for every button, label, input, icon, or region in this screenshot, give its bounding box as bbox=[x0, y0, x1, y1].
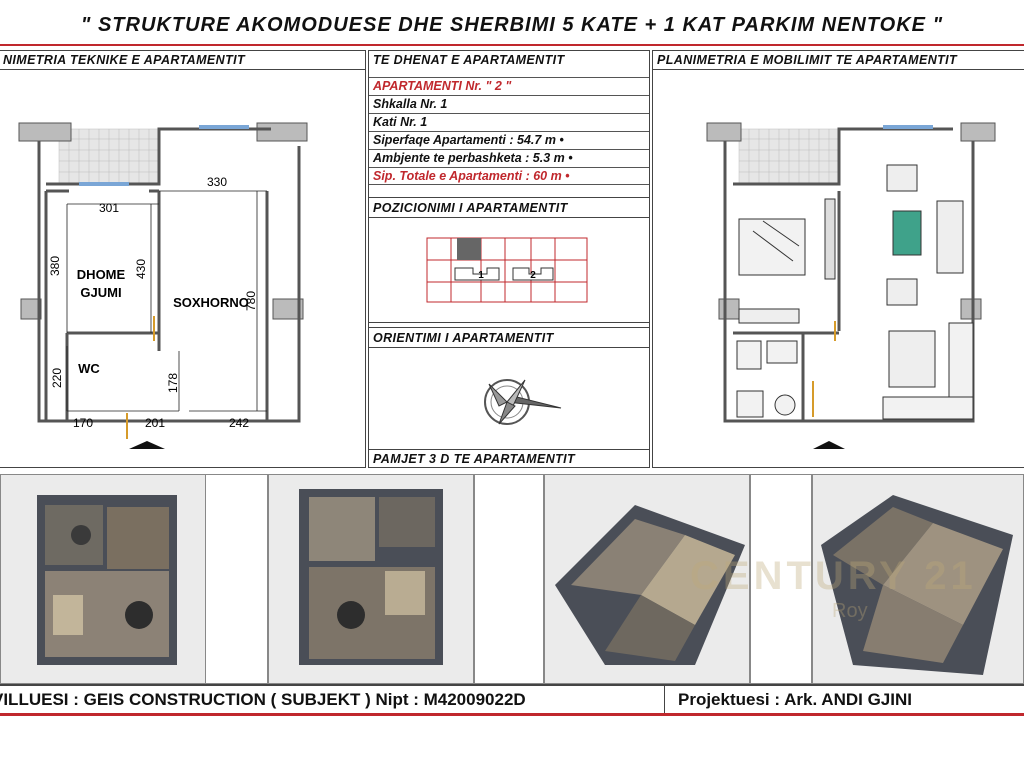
info-area: Siperfaqe Apartamenti : 54.7 m • bbox=[369, 131, 649, 149]
3d-views-strip: CENTURY 21 Roy bbox=[0, 474, 1024, 684]
position-section: POZICIONIMI I APARTAMENTIT 1 2 bbox=[369, 197, 649, 323]
room-label-dhome: DHOME bbox=[77, 267, 126, 282]
orientation-header: ORIENTIMI I APARTAMENTIT bbox=[373, 331, 554, 345]
info-total-area: Sip. Totale e Apartamenti : 60 m • bbox=[369, 167, 649, 185]
bathroom-fixtures-icon bbox=[736, 340, 798, 418]
dim-201: 201 bbox=[145, 416, 165, 430]
technical-plan-panel: NIMETRIA TEKNIKE E APARTAMENTIT bbox=[0, 50, 366, 468]
3d-render-4 bbox=[813, 475, 1023, 683]
3d-view-spacer-3 bbox=[750, 474, 812, 684]
3d-render-2 bbox=[269, 475, 473, 683]
orientation-section: ORIENTIMI I APARTAMENTIT bbox=[369, 327, 649, 448]
technical-plan-header: NIMETRIA TEKNIKE E APARTAMENTIT bbox=[3, 53, 246, 67]
orientation-divider bbox=[369, 347, 649, 348]
window bbox=[199, 125, 249, 129]
dim-330: 330 bbox=[207, 175, 227, 189]
balcony-tiles-right bbox=[738, 128, 840, 185]
dim-430: 430 bbox=[134, 259, 148, 279]
watermark-text: CENTURY 21 bbox=[690, 554, 977, 598]
header-divider-right bbox=[653, 69, 1024, 70]
doors-right bbox=[812, 321, 836, 417]
room-label-gjumi: GJUMI bbox=[80, 285, 121, 300]
dim-780: 780 bbox=[244, 291, 258, 311]
wardrobe-icon bbox=[738, 308, 800, 324]
walls-right bbox=[723, 127, 975, 423]
columns-right bbox=[706, 122, 996, 320]
coffee-table-icon bbox=[892, 210, 922, 256]
3d-view-3 bbox=[544, 474, 750, 684]
furnished-floor-plan bbox=[706, 122, 996, 449]
3d-render-1 bbox=[1, 475, 205, 683]
highlighted-unit bbox=[457, 238, 481, 260]
position-divider bbox=[369, 217, 649, 218]
apartment-data-panel: TE DHENAT E APARTAMENTIT APARTAMENTI Nr.… bbox=[368, 50, 650, 468]
footer-developer: VILLUESI : GEIS CONSTRUCTION ( SUBJEKT )… bbox=[0, 690, 526, 709]
dim-301: 301 bbox=[99, 201, 119, 215]
dim-170: 170 bbox=[73, 416, 93, 430]
tv-unit-icon bbox=[824, 198, 836, 280]
footer-designer: Projektuesi : Ark. ANDI GJINI bbox=[678, 690, 912, 709]
3d-render-3 bbox=[545, 475, 749, 683]
info-floor: Kati Nr. 1 bbox=[369, 113, 649, 131]
dim-220: 220 bbox=[50, 368, 64, 388]
3d-view-1 bbox=[0, 474, 206, 684]
technical-floor-plan: 330 301 380 430 780 220 170 201 178 242 … bbox=[18, 122, 308, 449]
3d-view-4 bbox=[812, 474, 1024, 684]
position-label-2: 2 bbox=[530, 270, 536, 281]
watermark-subtext: Roy bbox=[832, 600, 868, 622]
title-underline bbox=[0, 44, 1024, 46]
furnished-plan-header: PLANIMETRIA E MOBILIMIT TE APARTAMENTIT bbox=[657, 53, 958, 67]
window-2 bbox=[79, 182, 129, 186]
position-label-1: 1 bbox=[478, 270, 484, 281]
entrance-arrow-icon bbox=[129, 441, 165, 449]
room-label-wc: WC bbox=[78, 361, 100, 376]
3d-views-header: PAMJET 3 D TE APARTAMENTIT bbox=[373, 452, 576, 466]
3d-view-spacer-1 bbox=[206, 474, 268, 684]
3d-view-2 bbox=[268, 474, 474, 684]
dining-table-icon bbox=[888, 330, 936, 388]
balcony-tiles bbox=[58, 128, 160, 185]
apartment-info-table: APARTAMENTI Nr. " 2 " Shkalla Nr. 1 Kati… bbox=[369, 77, 649, 193]
3d-view-spacer-2 bbox=[474, 474, 544, 684]
dimension-lines bbox=[66, 190, 267, 412]
structural-columns bbox=[18, 122, 308, 320]
dim-178: 178 bbox=[166, 373, 180, 393]
info-common-area: Ambjente te perbashketa : 5.3 m • bbox=[369, 149, 649, 167]
room-label-soxhorno: SOXHORNO bbox=[173, 295, 249, 310]
3d-views-header-row: PAMJET 3 D TE APARTAMENTIT bbox=[369, 449, 649, 468]
kitchen-counter-icon bbox=[882, 322, 974, 420]
compass-icon bbox=[484, 379, 562, 425]
apartment-data-header: TE DHENAT E APARTAMENTIT bbox=[373, 53, 565, 67]
bed-icon bbox=[738, 218, 806, 276]
info-apartment-number: APARTAMENTI Nr. " 2 " bbox=[369, 77, 649, 95]
dim-242: 242 bbox=[229, 416, 249, 430]
dim-380: 380 bbox=[48, 256, 62, 276]
entrance-arrow-icon-right bbox=[813, 441, 845, 449]
armchair-icons bbox=[886, 164, 918, 306]
window-right bbox=[883, 125, 933, 129]
doors bbox=[126, 316, 155, 439]
footer-bar: VILLUESI : GEIS CONSTRUCTION ( SUBJEKT )… bbox=[0, 684, 1024, 716]
footer-divider bbox=[664, 686, 665, 713]
position-header: POZICIONIMI I APARTAMENTIT bbox=[373, 201, 568, 215]
furnished-plan-panel: PLANIMETRIA E MOBILIMIT TE APARTAMENTIT bbox=[652, 50, 1024, 468]
position-diagram: 1 2 bbox=[426, 237, 588, 303]
sofa-icon bbox=[936, 200, 964, 274]
info-staircase: Shkalla Nr. 1 bbox=[369, 95, 649, 113]
header-divider bbox=[0, 69, 365, 70]
document-title: " STRUKTURE AKOMODUESE DHE SHERBIMI 5 KA… bbox=[80, 14, 944, 36]
